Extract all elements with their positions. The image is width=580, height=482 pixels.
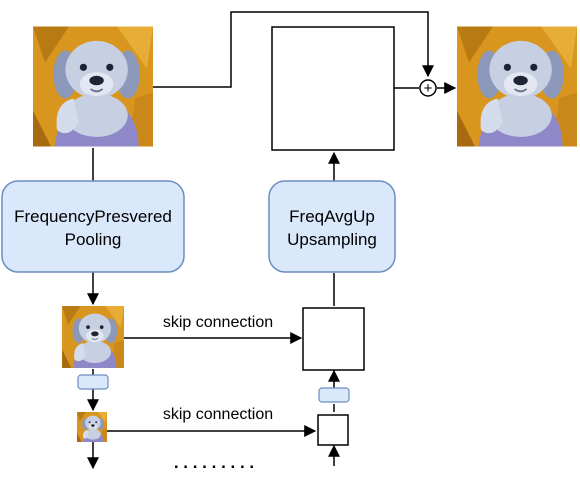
continuation-dots: . . . . . . . . . bbox=[174, 453, 254, 472]
residual-arrow bbox=[153, 11, 434, 88]
upsampling-label-line2: Upsampling bbox=[287, 230, 377, 249]
skip-connection-top-label: skip connection bbox=[163, 314, 273, 331]
upsampling-label-line1: FreqAvgUp bbox=[289, 207, 375, 226]
adder-circle bbox=[419, 79, 437, 97]
decoder-output-box bbox=[271, 26, 395, 151]
pooling-module-box bbox=[1, 180, 185, 273]
connectors bbox=[87, 11, 457, 470]
decoder-scale2-box bbox=[317, 414, 349, 446]
scale2-image bbox=[77, 412, 107, 442]
pooling-label-line1: FrequencyPresvered bbox=[14, 207, 172, 226]
decoder-scale1-box bbox=[302, 307, 365, 371]
latent-bar-encoder bbox=[77, 374, 109, 390]
input-image bbox=[33, 25, 153, 148]
pooling-label-line2: Pooling bbox=[65, 230, 122, 249]
upsampling-module-box bbox=[268, 180, 396, 273]
skip-connection-bottom-label: skip connection bbox=[163, 406, 273, 423]
adder-plus-symbol: + bbox=[424, 80, 433, 97]
latent-bar-decoder bbox=[318, 387, 350, 403]
scale1-image bbox=[62, 306, 124, 368]
output-image bbox=[457, 25, 577, 148]
